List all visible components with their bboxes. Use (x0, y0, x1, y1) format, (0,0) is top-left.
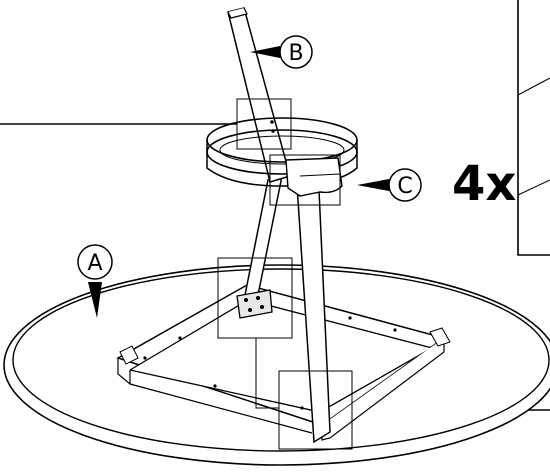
callout-c-label: C (397, 174, 412, 199)
callout-a-label: A (87, 251, 102, 276)
ring-bracket (285, 157, 343, 197)
callout-a-arrow (88, 282, 102, 318)
callout-b: B (250, 35, 313, 69)
callout-b-label: B (288, 41, 303, 66)
callout-c-arrow (357, 179, 389, 191)
detail-boxes (217, 98, 353, 450)
callout-a: A (77, 244, 113, 318)
upright-post (227, 7, 291, 183)
upright-joint (270, 120, 275, 133)
ring (206, 117, 358, 187)
callout-a-circle (77, 244, 113, 280)
callout-c: C (357, 168, 422, 202)
detail-panel: 4x (452, 0, 550, 256)
callout-b-arrow (250, 46, 280, 58)
base-joint (236, 289, 273, 319)
quantity-label: 4x (452, 156, 516, 212)
square-frame (116, 284, 451, 441)
